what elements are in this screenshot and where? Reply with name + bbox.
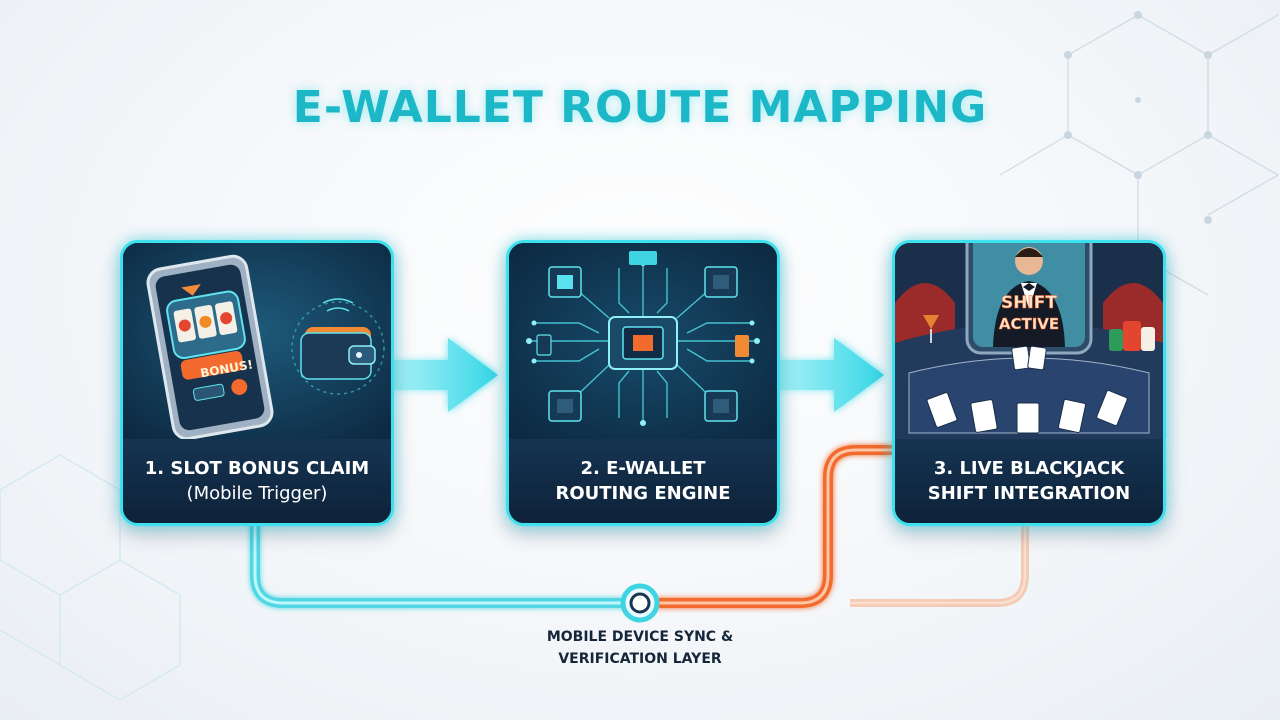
sync-layer-label-line2: VERIFICATION LAYER [558,651,722,667]
shift-status-line1: SHIFT [1001,293,1057,313]
step-1-subtitle: (Mobile Trigger) [186,483,328,504]
sync-layer-label: MOBILE DEVICE SYNC & VERIFICATION LAYER [480,626,800,670]
circuit-chip-illustration [509,243,777,439]
step-3-title: 3. LIVE BLACKJACK [933,458,1125,479]
arrow-step1-to-step2 [374,338,498,412]
step-card-live-blackjack: SHIFT ACTIVE 3. LIVE BLACKJACK SHIFT INT… [892,240,1166,526]
blackjack-table-illustration: SHIFT ACTIVE [895,243,1163,439]
step-2-subtitle: ROUTING ENGINE [555,483,731,504]
step-1-label-area: 1. SLOT BONUS CLAIM (Mobile Trigger) [123,439,391,523]
sync-node-icon [620,583,660,623]
step-1-title: 1. SLOT BONUS CLAIM [144,458,370,479]
shift-status-line2: ACTIVE [999,315,1059,333]
arrow-step2-to-step3 [760,338,884,412]
sync-layer-label-line1: MOBILE DEVICE SYNC & [546,629,734,645]
step-2-label-area: 2. E-WALLET ROUTING ENGINE [509,439,777,523]
step-card-routing-engine: 2. E-WALLET ROUTING ENGINE [506,240,780,526]
step-card-slot-bonus: BONUS! 1. SLOT BONUS CLAIM (Mobile Trigg… [120,240,394,526]
step-3-label-area: 3. LIVE BLACKJACK SHIFT INTEGRATION [895,439,1163,523]
step-2-title: 2. E-WALLET [580,458,706,479]
page-title: E-WALLET ROUTE MAPPING [292,82,988,133]
step-3-subtitle: SHIFT INTEGRATION [927,483,1131,504]
slot-phone-wallet-illustration: BONUS! [123,243,391,439]
